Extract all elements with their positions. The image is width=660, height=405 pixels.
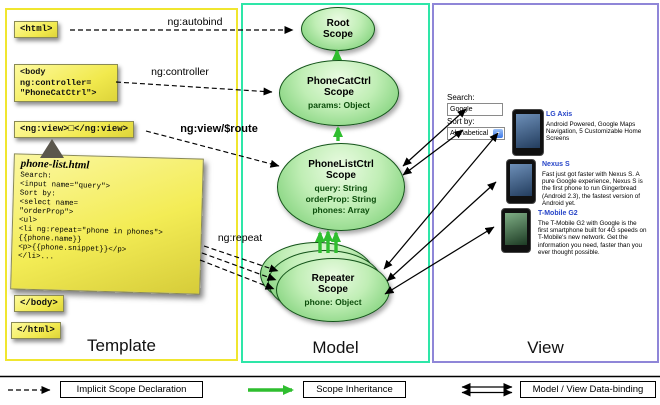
template-panel-label: Template: [87, 336, 156, 355]
phonelist-scope-props: query: String orderProp: String phones: …: [305, 183, 377, 215]
phone-name-link-2[interactable]: Nexus S: [542, 161, 570, 168]
legend-inheritance-box: Scope Inheritance: [303, 381, 406, 398]
body-close-tag-note: </body>: [14, 295, 64, 313]
phone-screen-2: [510, 164, 532, 196]
phonecat-scope-props: params: Object: [308, 99, 370, 110]
select-arrow-icon: [493, 129, 503, 138]
repeater-scope-ellipse: Repeater Scope phone: Object: [276, 258, 390, 322]
view-panel-label: View: [527, 338, 564, 357]
phonecat-scope-ellipse: PhoneCatCtrl Scope params: Object: [279, 60, 399, 126]
arrow-label-ng-controller: ng:controller: [151, 66, 209, 78]
repeater-scope-title: Repeater Scope: [311, 272, 355, 295]
search-label: Search:: [447, 93, 475, 102]
root-scope-ellipse: Root Scope: [301, 7, 375, 51]
phonelist-scope-ellipse: PhoneListCtrl Scope query: String orderP…: [277, 143, 405, 231]
phone-name-link-3[interactable]: T-Mobile G2: [538, 210, 578, 217]
sort-select-value: Alphabetical: [450, 130, 489, 137]
ng-view-tag-note: <ng:view>□</ng:view>: [14, 121, 135, 139]
phone-name-link-1[interactable]: LG Axis: [546, 111, 573, 118]
search-input[interactable]: [447, 103, 503, 116]
body-open-tag-note: <body ng:controller= "PhoneCatCtrl">: [14, 64, 118, 102]
html-close-tag-note: </html>: [11, 322, 61, 340]
phone-screen-1: [516, 114, 540, 148]
phonelist-scope-title: PhoneListCtrl Scope: [308, 158, 374, 182]
model-panel-label: Model: [312, 338, 359, 357]
phone-list-note: phone-list.html Search: <input name="que…: [10, 153, 204, 295]
phone-image-2: [506, 159, 536, 204]
phone-image-1: [512, 109, 544, 156]
arrow-label-ng-autobind: ng:autobind: [167, 16, 223, 28]
html-open-tag-note: <html>: [14, 21, 59, 39]
legend-implicit-box: Implicit Scope Declaration: [60, 381, 203, 398]
repeater-scope-props: phone: Object: [304, 296, 362, 307]
phone-screen-3: [505, 213, 527, 245]
legend-binding-box: Model / View Data-binding: [520, 381, 656, 398]
phone-description-2: Fast just got faster with Nexus S. A pur…: [542, 171, 643, 207]
arrow-label-ng-repeat: ng:repeat: [217, 232, 263, 244]
phone-description-1: Android Powered, Google Maps Navigation,…: [546, 121, 642, 143]
sort-select[interactable]: Alphabetical: [447, 127, 505, 140]
phonecat-scope-title: PhoneCatCtrl Scope: [307, 75, 371, 98]
phone-list-note-code: Search: <input name="query"> Sort by: <s…: [17, 171, 163, 262]
arrow-label-ng-view-route: ng:view/$route: [180, 123, 258, 135]
phone-description-3: The T-Mobile G2 with Google is the first…: [538, 220, 647, 256]
root-scope-title: Root Scope: [322, 17, 353, 40]
sort-label: Sort by:: [447, 117, 475, 126]
phone-image-3: [501, 208, 531, 253]
